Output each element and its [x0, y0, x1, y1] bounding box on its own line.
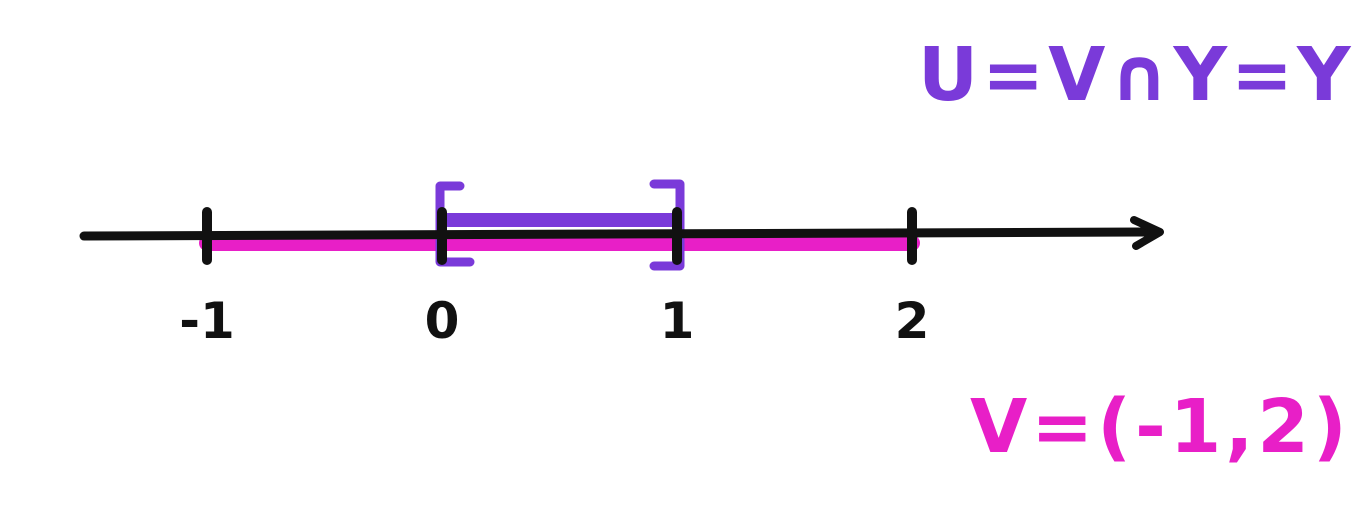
tick-label-3: 2: [895, 292, 930, 350]
tick-label-1: 0: [425, 292, 460, 350]
axis-arrowhead: [1130, 216, 1164, 250]
tick-label-2: 1: [660, 292, 695, 350]
equation-v: V=(-1,2): [970, 384, 1351, 470]
tick-label-0: -1: [179, 292, 235, 350]
tick-labels: -1 0 1 2: [179, 292, 929, 350]
number-line-axis: [79, 227, 1157, 241]
equation-u: U=V∩Y=Y: [918, 32, 1355, 118]
tick-marks: [202, 207, 917, 265]
